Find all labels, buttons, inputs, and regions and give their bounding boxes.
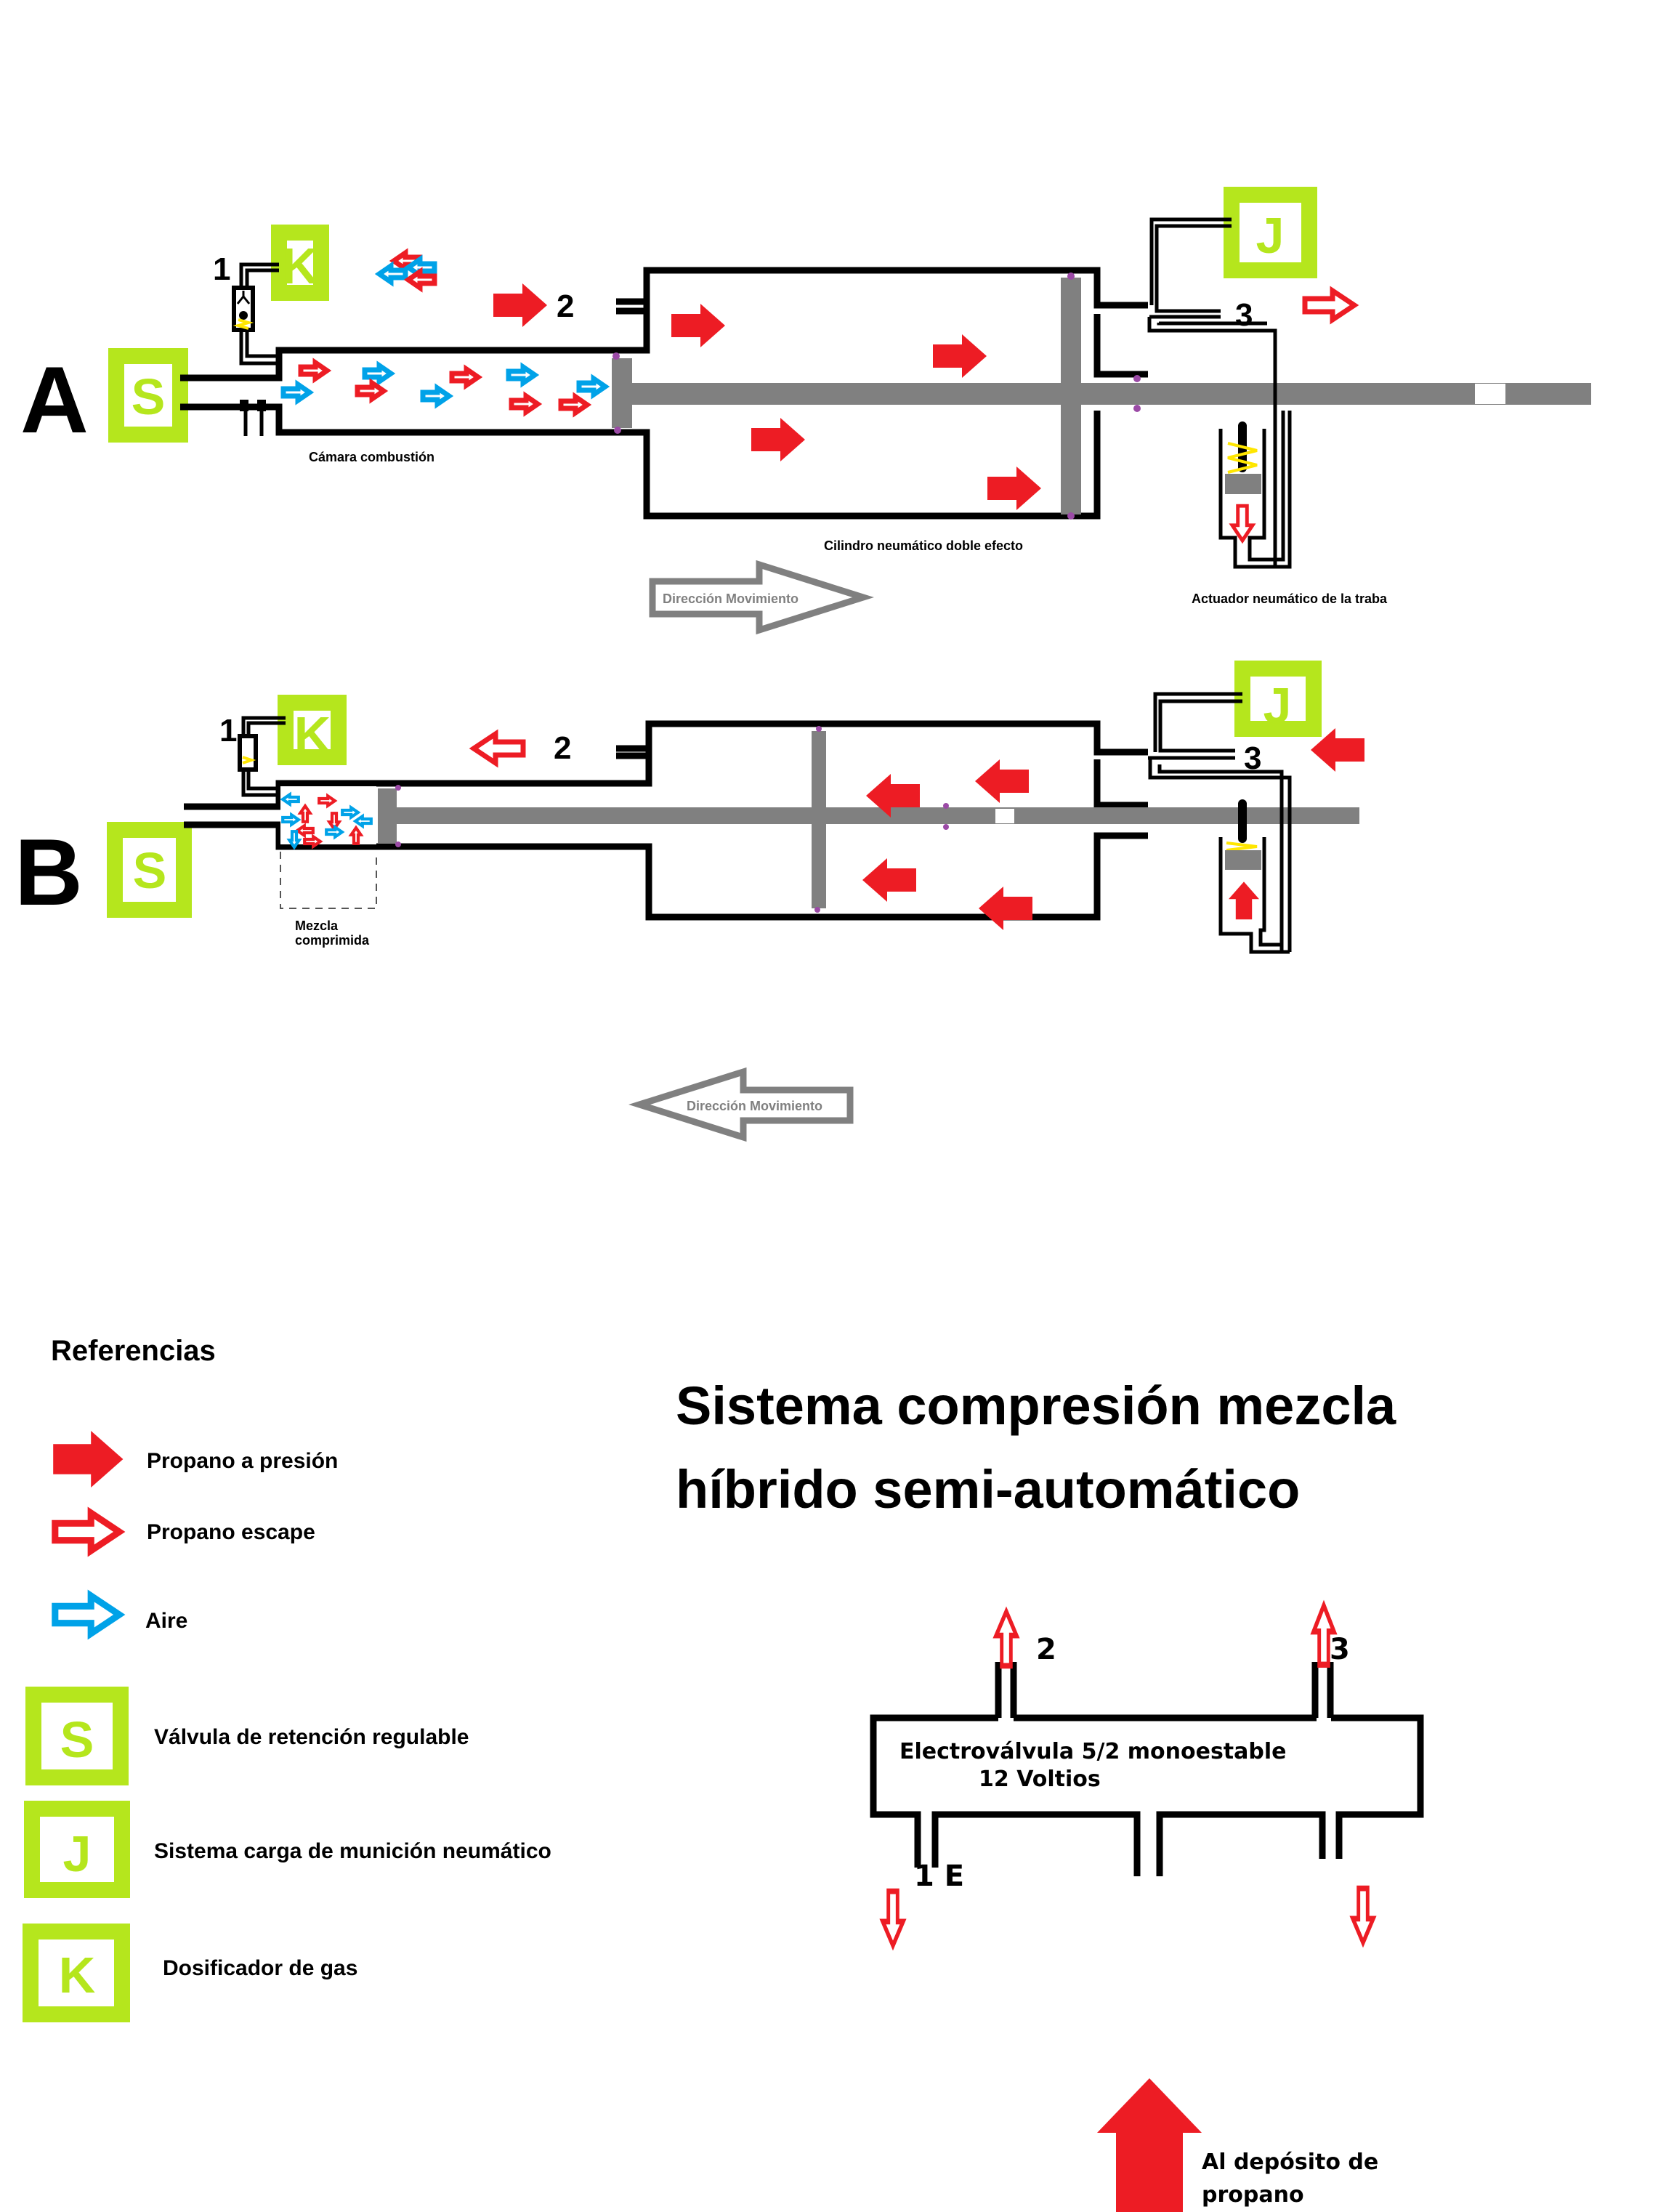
- chamber-label: Cámara combustión: [309, 450, 434, 464]
- chamber-piston: [378, 788, 397, 843]
- valve-s-letter: S: [133, 842, 167, 899]
- valve-port-1e-label: 1 E: [914, 1860, 964, 1893]
- direction-arrow-right: Dirección Movimiento: [649, 560, 874, 635]
- solenoid-valve: Electroválvula 5/2 monoestable 12 Voltio…: [870, 1605, 1424, 2212]
- solid-red-arrow-icon: [53, 1431, 124, 1488]
- valve-port-2-label: 2: [1036, 1633, 1056, 1666]
- mixture-bracket: [280, 852, 377, 909]
- box-j-icon: J: [24, 1801, 130, 1898]
- piston-rod: [632, 383, 1591, 405]
- exhaust-arrow-icon: [474, 734, 523, 763]
- legend: Referencias Propano a presión Propano es…: [23, 1335, 551, 2022]
- pressure-arrow-icon: [671, 304, 725, 347]
- check-valve: [238, 734, 258, 772]
- diagram-a-label: A: [20, 347, 89, 453]
- gas-doser-k-box: K: [271, 225, 329, 301]
- port-3-label: 3: [1244, 740, 1261, 776]
- check-valve-ball-icon: [239, 311, 248, 320]
- supply-arrow-icon: [1097, 2078, 1202, 2212]
- valve-port-3-label: 3: [1330, 1633, 1350, 1666]
- pressure-arrow-icon: [979, 887, 1032, 930]
- chamber-piston: [612, 358, 632, 428]
- supply-label-1: Al depósito de: [1202, 2150, 1378, 2175]
- legend-item-label: Aire: [145, 1609, 187, 1633]
- legend-heading: Referencias: [51, 1335, 216, 1367]
- pressure-arrow-icon: [933, 334, 987, 378]
- cylinder-label: Cilindro neumático doble efecto: [824, 538, 1023, 553]
- box-s-icon: S: [25, 1687, 129, 1785]
- pressure-arrow-icon: [751, 418, 805, 461]
- page-title: Sistema compresión mezcla híbrido semi-a…: [676, 1376, 1396, 1519]
- main-piston: [812, 731, 826, 908]
- legend-item-label: Propano escape: [147, 1520, 315, 1544]
- ammo-loader-j-letter: J: [1256, 207, 1285, 264]
- pressure-arrow-icon: [493, 283, 547, 327]
- direction-arrow-left: Dirección Movimiento: [628, 1067, 854, 1142]
- port-3-label: 3: [1235, 297, 1253, 333]
- main-piston: [1061, 278, 1081, 514]
- actuator-exhaust-arrow-icon: [1232, 506, 1253, 541]
- gas-doser-k-letter: K: [294, 706, 331, 763]
- direction-label: Dirección Movimiento: [663, 592, 798, 606]
- port-2-label: 2: [557, 288, 574, 324]
- port-1-label: 1: [219, 713, 237, 748]
- legend-item-label: Dosificador de gas: [163, 1956, 357, 1980]
- pressure-arrow-icon: [862, 858, 916, 902]
- ammo-loader-j-letter: J: [1263, 677, 1292, 734]
- supply-label-2: propano: [1202, 2182, 1304, 2208]
- title-line-1: Sistema compresión mezcla: [676, 1376, 1396, 1436]
- actuator-label: Actuador neumático de la traba: [1192, 592, 1388, 606]
- valve-s-letter: S: [132, 368, 166, 425]
- lock-actuator: [1218, 799, 1290, 954]
- pressure-arrow-icon: [987, 467, 1041, 510]
- port-2-exhaust-arrow-icon: [996, 1612, 1016, 1666]
- spring-icon: [242, 756, 256, 764]
- box-k-icon: K: [23, 1924, 130, 2022]
- gas-doser-k-box: K: [278, 695, 347, 765]
- gas-doser-k-letter: K: [282, 238, 319, 294]
- lock-actuator: [1218, 411, 1292, 569]
- valve-s-box: S: [107, 822, 192, 918]
- legend-item-label: Válvula de retención regulable: [154, 1725, 469, 1749]
- valve-label-2: 12 Voltios: [979, 1767, 1101, 1792]
- legend-item-label: Propano a presión: [147, 1449, 338, 1473]
- ammo-loader-j-box: J: [1224, 187, 1317, 278]
- legend-item-label: Sistema carga de munición neumático: [154, 1839, 551, 1863]
- exhaust-down-arrow-icon: [883, 1892, 903, 1946]
- svg-text:S: S: [60, 1711, 94, 1768]
- diagram-a: A S K 1: [20, 187, 1591, 635]
- svg-text:K: K: [59, 1947, 96, 2003]
- svg-text:J: J: [63, 1825, 92, 1882]
- piston-rod: [397, 807, 1359, 824]
- port-2-label: 2: [554, 730, 571, 766]
- title-line-2: híbrido semi-automático: [676, 1459, 1300, 1519]
- valve-s-box: S: [108, 348, 188, 443]
- diagram-b: B S K 1: [15, 661, 1364, 1142]
- outline-blue-arrow-icon: [55, 1596, 119, 1634]
- exhaust-arrow-icon: [1305, 291, 1354, 320]
- pressure-arrow-icon: [975, 759, 1029, 803]
- valve-label-1: Electroválvula 5/2 monoestable: [899, 1739, 1287, 1764]
- mixture-label-1: Mezcla: [295, 919, 339, 933]
- mixture-label-2: comprimida: [295, 933, 370, 948]
- exhaust-down-arrow-icon: [1353, 1889, 1373, 1943]
- direction-label: Dirección Movimiento: [687, 1099, 822, 1113]
- actuator-pressure-arrow-icon: [1229, 881, 1259, 920]
- port-1-label: 1: [213, 251, 230, 287]
- ammo-loader-j-box: J: [1234, 661, 1322, 737]
- outline-red-arrow-icon: [55, 1513, 119, 1551]
- diagram-b-label: B: [15, 819, 83, 925]
- spring-icon: [232, 318, 254, 330]
